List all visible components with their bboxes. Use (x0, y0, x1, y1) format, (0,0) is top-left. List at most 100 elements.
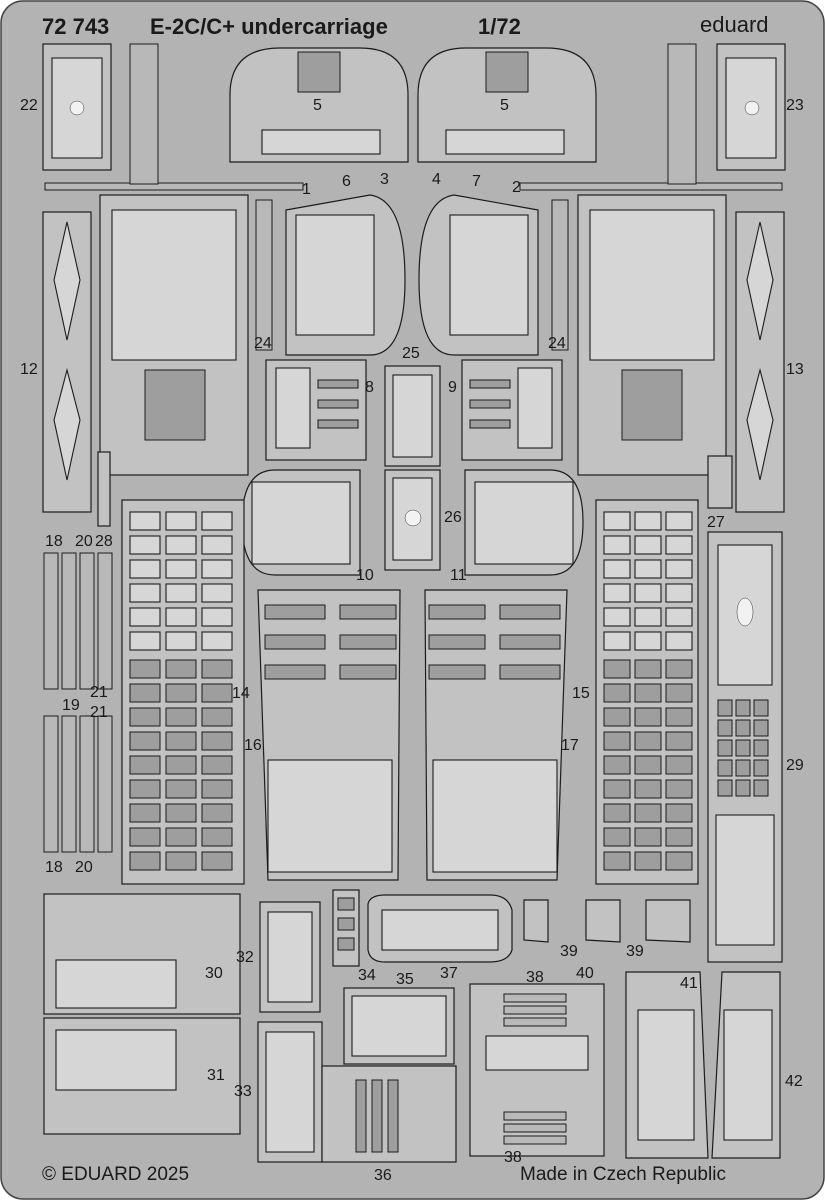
label-part-30: 30 (205, 965, 223, 982)
grid-cell (165, 779, 197, 799)
grid-cell (165, 707, 197, 727)
label-part-32: 32 (236, 949, 254, 966)
label-part-14: 14 (232, 685, 250, 702)
brand-logo: eduard (700, 12, 769, 37)
grid-cell (735, 779, 751, 797)
label-part-11: 11 (450, 567, 467, 584)
part-39-b (585, 899, 621, 943)
label-part-10: 10 (356, 567, 374, 584)
label-part-38-upper: 38 (526, 969, 544, 986)
grid-cell (201, 755, 233, 775)
grid-cell (603, 827, 631, 847)
part-wheel-well-right (577, 194, 727, 476)
product-code: 72 743 (42, 14, 109, 39)
copyright-text: © EDUARD 2025 (42, 1164, 189, 1185)
label-part-5-left: 5 (313, 97, 322, 114)
part-17 (424, 589, 568, 881)
part-36 (321, 1065, 457, 1163)
origin-text: Made in Czech Republic (520, 1164, 726, 1185)
grid-cell (634, 583, 662, 603)
label-part-39-left: 39 (560, 943, 578, 960)
grid-cell (129, 683, 161, 703)
grid-cell (165, 683, 197, 703)
label-part-20-upper: 20 (75, 533, 93, 550)
grid-cell (665, 779, 693, 799)
label-part-6: 6 (342, 173, 351, 190)
part-37 (367, 894, 513, 963)
grid-cell (165, 803, 197, 823)
part-32 (259, 901, 321, 1013)
label-part-9: 9 (448, 379, 457, 396)
grid-cell (129, 559, 161, 579)
grid-cell (201, 583, 233, 603)
part-30 (43, 893, 241, 1015)
label-part-35: 35 (396, 971, 414, 988)
label-part-1: 1 (302, 181, 311, 198)
strip-top-right (667, 43, 697, 185)
part-6 (285, 194, 406, 356)
grid-cell (603, 755, 631, 775)
grid-cell (603, 683, 631, 703)
part-16 (257, 589, 401, 881)
label-part-13: 13 (786, 361, 804, 378)
grid-cell (603, 707, 631, 727)
label-part-23: 23 (786, 97, 804, 114)
grid-cell (129, 659, 161, 679)
grid-cell (753, 719, 769, 737)
part-42 (711, 971, 781, 1159)
grid-cell (753, 739, 769, 757)
grid-cell (735, 739, 751, 757)
grid-cell (603, 559, 631, 579)
label-part-37: 37 (440, 965, 458, 982)
part-22 (42, 43, 112, 171)
part-5-left (229, 47, 409, 163)
part-10 (241, 469, 361, 576)
grid-cell (129, 731, 161, 751)
grid-cell (717, 759, 733, 777)
part-29 (707, 531, 783, 963)
label-part-25: 25 (402, 345, 420, 362)
label-part-21-upper: 21 (90, 684, 108, 701)
grid-cell (165, 827, 197, 847)
grid-cell (753, 779, 769, 797)
grid-cell (717, 719, 733, 737)
grid-cell (634, 511, 662, 531)
label-part-3: 3 (380, 171, 389, 188)
grid-cell (165, 559, 197, 579)
grid-cell (165, 583, 197, 603)
label-part-2: 2 (512, 179, 521, 196)
strip-top-left (129, 43, 159, 185)
label-part-24-right: 24 (548, 335, 566, 352)
grid-cell (735, 699, 751, 717)
grid-cell (129, 583, 161, 603)
grid-cell (665, 511, 693, 531)
part-24-right (551, 199, 569, 351)
label-part-34: 34 (358, 967, 376, 984)
grid-cell (717, 739, 733, 757)
grid-cell (665, 607, 693, 627)
part-15 (595, 499, 699, 885)
grid-cell (634, 535, 662, 555)
label-part-15: 15 (572, 685, 590, 702)
label-part-36: 36 (374, 1167, 392, 1184)
part-25 (384, 365, 441, 467)
part-27 (707, 455, 733, 509)
part-34 (332, 889, 360, 967)
grid-cell (129, 511, 161, 531)
label-part-26: 26 (444, 509, 462, 526)
grid-cell (665, 827, 693, 847)
grid-cell (634, 683, 662, 703)
grid-cell (201, 779, 233, 799)
grid-cell (165, 659, 197, 679)
grid-cell (129, 631, 161, 651)
grid-cell (634, 631, 662, 651)
grid-cell (634, 707, 662, 727)
part-5-right (417, 47, 597, 163)
grid-cell (129, 851, 161, 871)
grid-cell (165, 755, 197, 775)
part-31 (43, 1017, 241, 1135)
label-part-42: 42 (785, 1073, 803, 1090)
label-part-20-lower: 20 (75, 859, 93, 876)
part-28 (97, 451, 111, 527)
